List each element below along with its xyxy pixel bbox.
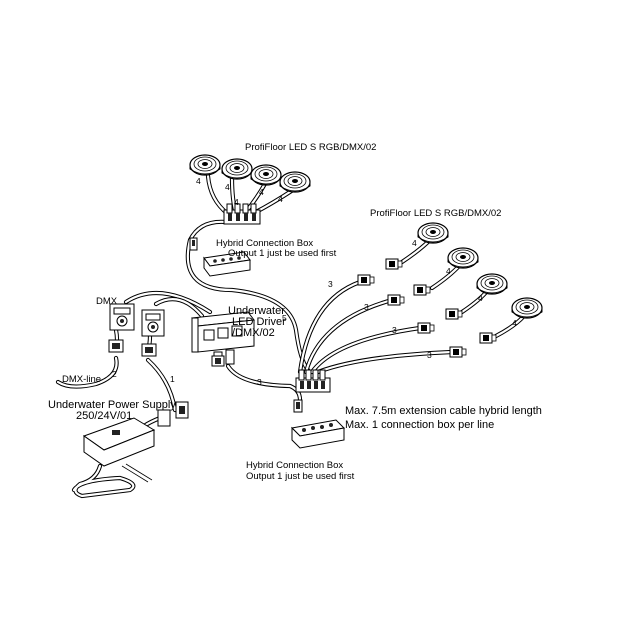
num-right-lamp-1: 4 (412, 238, 417, 248)
num-top-lamp-3: 4 (259, 187, 264, 197)
driver-label-2: LED Driver (232, 316, 286, 328)
top-splitter (223, 203, 261, 225)
num-psu-cable: 1 (170, 374, 175, 384)
dmx-plugs (108, 339, 157, 357)
bottom-splitter (295, 369, 331, 393)
right-lamp-4 (511, 297, 543, 319)
connector-right-2 (413, 284, 431, 296)
num-right-lamp-3: 4 (478, 293, 483, 303)
hybrid-box-bottom-note: Output 1 just be used first (246, 471, 355, 482)
connector-right-2b (387, 294, 405, 306)
led-driver (191, 311, 255, 367)
driver-plugs (211, 355, 225, 367)
hybrid-connection-box-bottom (290, 399, 346, 449)
cable-numbers: 4 4 4 4 4 4 4 4 4 5 3 3 3 3 3 2 1 (112, 176, 517, 387)
connector-right-4b (449, 346, 467, 358)
num-to-right-4: 3 (427, 350, 432, 360)
right-lamp-3 (476, 273, 508, 295)
num-driver-to-bottom-box: 3 (257, 377, 262, 387)
num-right-lamp-4: 4 (512, 318, 517, 328)
dmx-label: DMX (96, 296, 118, 307)
connector-right-3 (445, 308, 463, 320)
driver-label-3: /DMX/02 (232, 327, 275, 339)
num-to-right-3: 3 (392, 325, 397, 335)
dmx-line-label: DMX-line (62, 374, 101, 385)
num-top-lamp-1: 4 (196, 176, 201, 186)
connector-right-4 (479, 332, 497, 344)
profifloor-right-label: ProfiFloor LED S RGB/DMX/02 (370, 208, 501, 219)
power-supply (82, 401, 189, 467)
psu-label-1: Underwater Power Supply (48, 399, 176, 411)
hybrid-box-bottom-title: Hybrid Connection Box (246, 460, 343, 471)
num-to-right-2: 3 (364, 302, 369, 312)
hybrid-box-top-title: Hybrid Connection Box (216, 238, 313, 249)
driver-label-1: Underwater (228, 305, 285, 317)
num-dmx-line: 2 (112, 369, 117, 379)
right-connectors (357, 258, 497, 358)
num-top-lamp-5: 4 (278, 194, 283, 204)
right-lamp-2 (447, 247, 479, 269)
dmx-unit-left (109, 303, 135, 331)
right-lamp-1 (417, 222, 449, 244)
top-lamp-4 (279, 171, 311, 193)
right-lamp-group (417, 222, 543, 319)
top-lamp-3 (250, 164, 282, 186)
connector-right-3b (417, 322, 435, 334)
dmx-unit-right (141, 309, 165, 337)
labels: ProfiFloor LED S RGB/DMX/02 ProfiFloor L… (48, 142, 542, 482)
top-lamp-1 (189, 154, 221, 176)
connector-right-1 (385, 258, 403, 270)
psu-label-2: 250/24V/01 (76, 410, 132, 422)
hybrid-box-top-note: Output 1 just be used first (228, 248, 337, 259)
hybrid-connection-box-top (189, 237, 251, 277)
profifloor-top-label: ProfiFloor LED S RGB/DMX/02 (245, 142, 376, 153)
num-top-lamp-4: 4 (234, 197, 239, 207)
note-line-2: Max. 1 connection box per line (345, 419, 494, 431)
top-lamp-2 (221, 158, 253, 180)
connector-right-1b (357, 274, 375, 286)
num-to-top-box: 5 (282, 313, 287, 323)
num-to-right-1: 3 (328, 279, 333, 289)
num-top-lamp-2: 4 (225, 182, 230, 192)
num-right-lamp-2: 4 (446, 266, 451, 276)
note-line-1: Max. 7.5m extension cable hybrid length (345, 405, 542, 417)
